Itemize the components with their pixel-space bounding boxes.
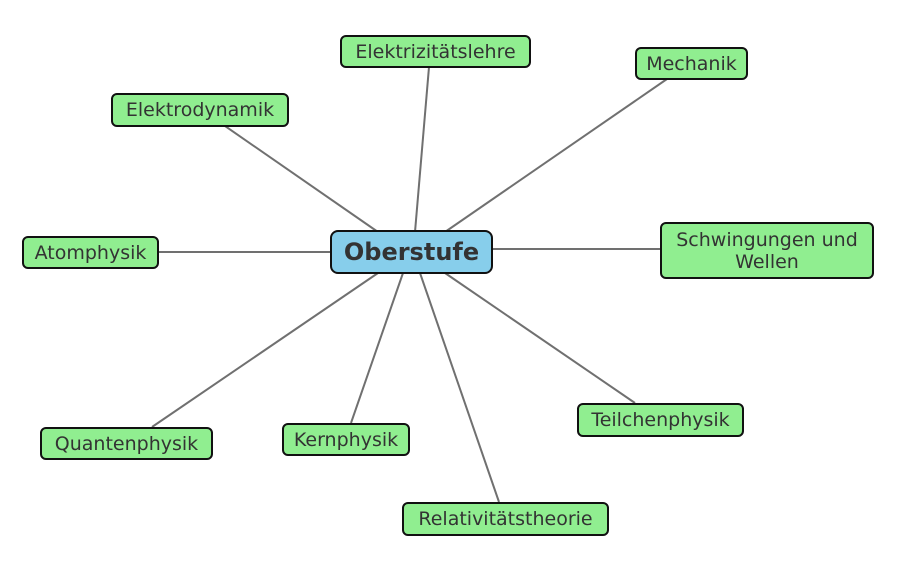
- node-elektrizitaetslehre[interactable]: Elektrizitätslehre: [340, 35, 531, 68]
- node-schwingungen-und-wellen[interactable]: Schwingungen und Wellen: [660, 222, 874, 279]
- node-relativitaetstheorie[interactable]: Relativitätstheorie: [402, 502, 609, 536]
- node-elektrodynamik[interactable]: Elektrodynamik: [111, 93, 289, 127]
- edge-elektrodynamik: [224, 125, 379, 233]
- edge-kernphysik: [350, 272, 404, 424]
- node-kernphysik[interactable]: Kernphysik: [282, 423, 410, 456]
- edge-mechanik: [444, 78, 668, 233]
- node-quantenphysik[interactable]: Quantenphysik: [40, 427, 213, 460]
- node-mechanik[interactable]: Mechanik: [635, 47, 748, 80]
- node-atomphysik[interactable]: Atomphysik: [22, 236, 159, 269]
- edge-quantenphysik: [151, 272, 379, 428]
- edge-elektrizitaetslehre: [414, 66, 430, 233]
- center-node[interactable]: Oberstufe: [330, 230, 493, 274]
- node-teilchenphysik[interactable]: Teilchenphysik: [577, 403, 744, 437]
- edge-relativitaetstheorie: [419, 272, 500, 503]
- edge-teilchenphysik: [444, 272, 636, 404]
